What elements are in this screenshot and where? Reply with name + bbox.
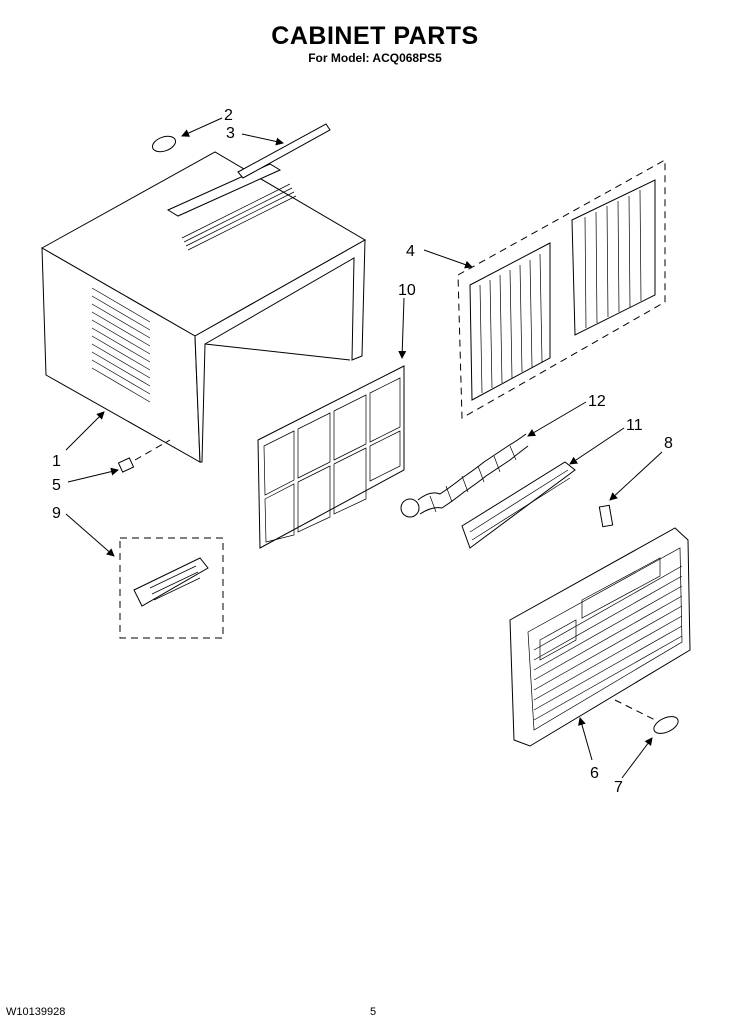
callout-9: 9 (52, 505, 61, 522)
top-vents (181, 183, 297, 251)
screw-part (117, 439, 171, 473)
callout-8: 8 (664, 435, 673, 452)
callout-6: 6 (590, 765, 599, 782)
side-louvers (91, 287, 151, 403)
cabinet-wrapper-part (40, 151, 367, 463)
front-grille-part (509, 527, 691, 747)
callout-1: 1 (52, 453, 61, 470)
clip-part (598, 504, 614, 528)
page-title: CABINET PARTS (271, 22, 479, 50)
badge-part (151, 135, 177, 153)
model-subtitle: For Model: ACQ068PS5 (308, 51, 442, 65)
front-badge-part (614, 699, 679, 734)
callout-7: 7 (614, 779, 623, 796)
side-curtains-part (457, 159, 666, 419)
air-filter-part (257, 365, 405, 549)
leader-lines (65, 117, 663, 779)
callout-numbers: 2 3 4 10 12 11 8 1 5 9 6 7 (52, 107, 673, 796)
louver-assembly-part (461, 461, 576, 549)
callout-11: 11 (626, 417, 643, 434)
callout-3: 3 (226, 125, 235, 142)
page-number: 5 (370, 1006, 377, 1018)
callout-5: 5 (52, 477, 61, 494)
callout-12: 12 (588, 393, 606, 410)
top-rail-part (237, 123, 331, 179)
document-number: W10139928 (6, 1006, 66, 1018)
callout-10: 10 (398, 282, 416, 299)
remote-control-part (119, 537, 224, 639)
callout-4: 4 (406, 243, 415, 260)
blower-wheel-part (400, 433, 529, 518)
callout-2: 2 (224, 107, 233, 124)
